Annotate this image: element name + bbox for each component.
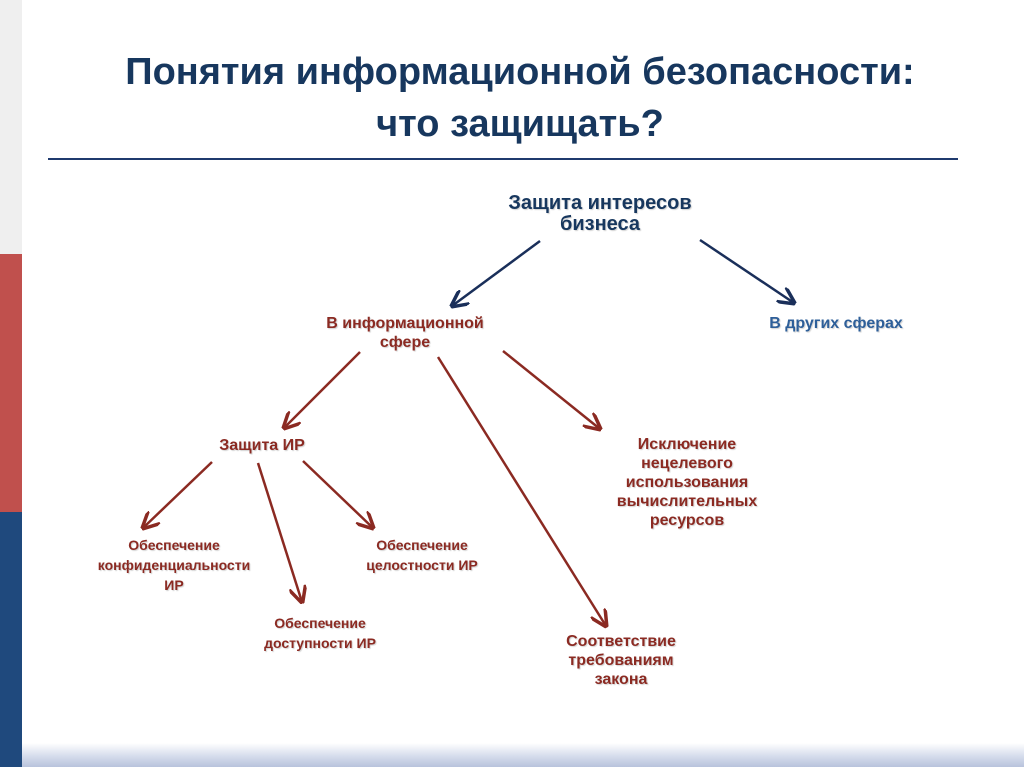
node-exclusion-line1: Исключение [637, 436, 737, 453]
node-business-interests-line1: Защита интересов [508, 192, 692, 214]
side-stripe-blue [0, 512, 22, 767]
node-info-sphere: В информационной сфере [286, 314, 524, 352]
node-availability-line1: Обеспечение [274, 615, 366, 631]
node-exclusion-line3: использования [625, 474, 749, 491]
node-other-spheres-line1: В других сферах [769, 315, 903, 332]
node-confidentiality-line1: Обеспечение [128, 537, 220, 553]
node-business-interests: Защита интересов бизнеса [463, 193, 737, 235]
node-law-compliance-line1: Соответствие [566, 633, 676, 650]
node-protect-ir: Защита ИР [190, 436, 334, 455]
arrow-root-to-info-sphere [452, 239, 541, 306]
node-other-spheres: В других сферах [728, 314, 944, 333]
node-business-interests-line2: бизнеса [559, 213, 641, 235]
slide-title-line1: Понятия информационной безопасности: [125, 51, 915, 93]
node-exclusion-line2: нецелевого [641, 455, 733, 472]
arrow-info-sphere-to-exclusion [502, 350, 600, 429]
node-availability: Обеспечение доступности ИР [232, 613, 408, 653]
arrow-info-sphere-to-protect-ir [284, 351, 361, 428]
node-confidentiality: Обеспечение конфиденциальности ИР [64, 535, 284, 595]
node-exclusion-line5: ресурсов [649, 512, 725, 529]
node-exclusion-nontarget-use: Исключение нецелевого использования вычи… [578, 435, 796, 530]
slide-title: Понятия информационной безопасности: что… [40, 46, 1000, 150]
arrow-info-sphere-to-law [436, 356, 606, 626]
node-info-sphere-line1: В информационной [326, 315, 484, 332]
node-confidentiality-line2: конфиденциальности [97, 557, 251, 573]
arrow-protect-ir-to-confidentiality [143, 461, 213, 528]
arrow-protect-ir-to-availability [256, 462, 302, 602]
node-law-compliance-line3: закона [594, 671, 648, 688]
node-info-sphere-line2: сфере [379, 334, 431, 351]
node-integrity: Обеспечение целостности ИР [336, 535, 508, 575]
arrow-root-to-other-spheres [699, 238, 794, 303]
node-confidentiality-line3: ИР [164, 577, 184, 593]
slide-title-line2: что защищать? [376, 103, 664, 145]
title-divider [48, 158, 958, 160]
node-availability-line2: доступности ИР [264, 635, 376, 651]
side-stripe-red [0, 254, 22, 512]
node-protect-ir-line1: Защита ИР [219, 437, 305, 454]
node-exclusion-line4: вычислительных [616, 493, 758, 510]
bottom-gradient-bar [22, 743, 1024, 767]
side-stripe-light [0, 0, 22, 254]
node-law-compliance: Соответствие требованиям закона [526, 632, 716, 689]
node-integrity-line2: целостности ИР [366, 557, 478, 573]
node-integrity-line1: Обеспечение [376, 537, 468, 553]
node-law-compliance-line2: требованиям [568, 652, 674, 669]
arrow-protect-ir-to-integrity [302, 460, 373, 528]
